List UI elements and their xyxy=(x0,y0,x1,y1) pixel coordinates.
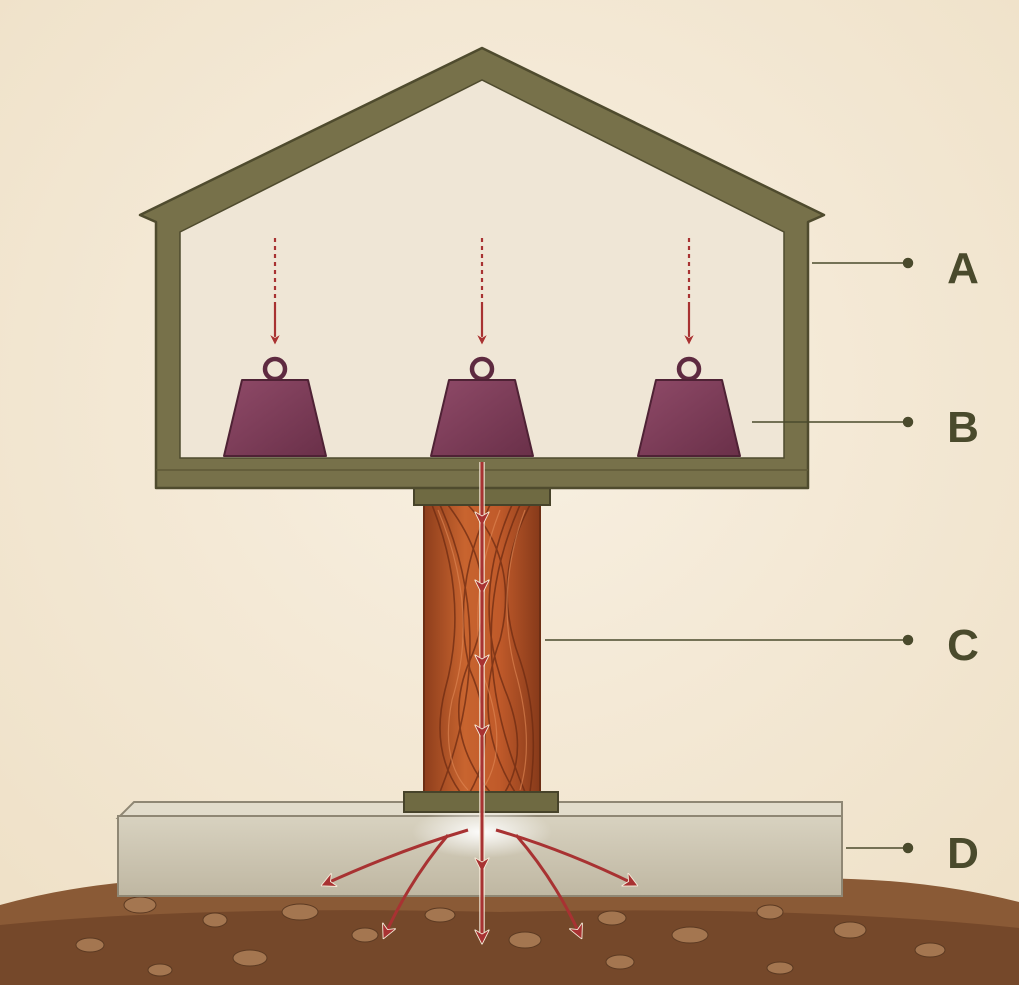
callout-leaders xyxy=(545,257,914,854)
house-frame xyxy=(138,46,826,490)
label-a: A xyxy=(947,244,979,293)
label-d: D xyxy=(947,829,979,878)
house-interior xyxy=(179,79,785,459)
label-c: C xyxy=(947,621,979,670)
spread-arrows xyxy=(325,828,634,935)
weight-icon xyxy=(223,356,327,457)
weight-icon xyxy=(430,356,534,457)
load-arrows xyxy=(275,238,689,342)
label-b: B xyxy=(947,403,979,452)
weight-icon xyxy=(637,356,741,457)
soil xyxy=(0,874,1019,985)
